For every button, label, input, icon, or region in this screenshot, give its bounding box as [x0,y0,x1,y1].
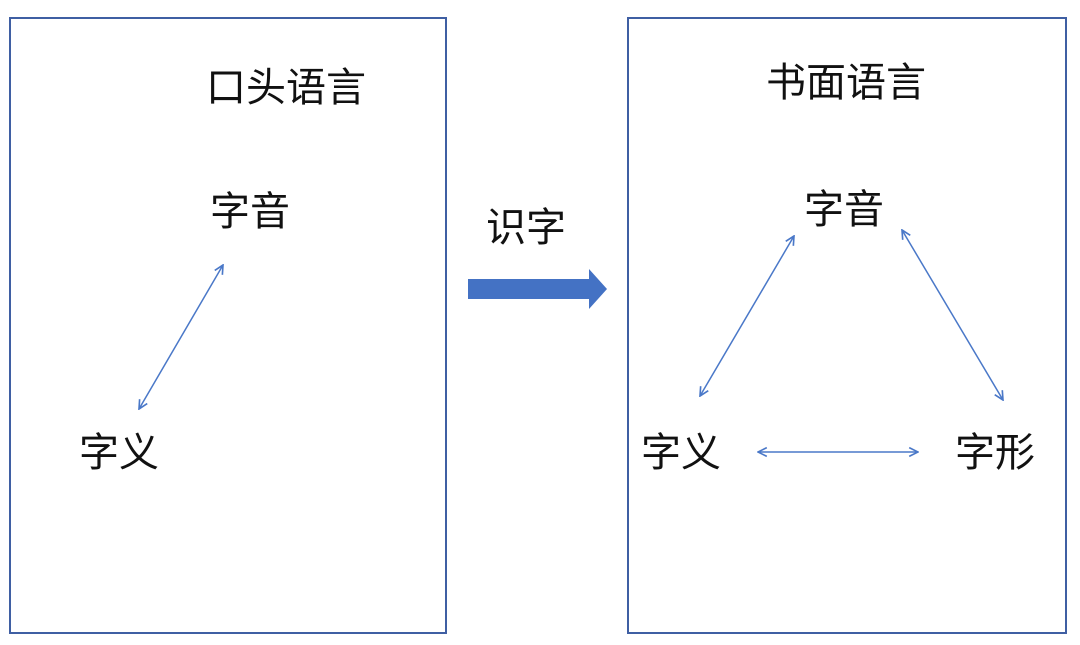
written-meaning-label: 字义 [641,430,721,476]
written-language-panel [627,17,1067,634]
written-sound-label: 字音 [804,187,884,233]
oral-meaning-label: 字义 [79,430,159,476]
literacy-block-arrow [468,269,607,309]
literacy-label: 识字 [486,205,566,251]
oral-sound-label: 字音 [210,189,290,235]
written-language-title: 书面语言 [766,60,926,106]
oral-language-panel [9,17,447,634]
written-form-label: 字形 [955,430,1035,476]
oral-language-title: 口头语言 [206,65,366,111]
